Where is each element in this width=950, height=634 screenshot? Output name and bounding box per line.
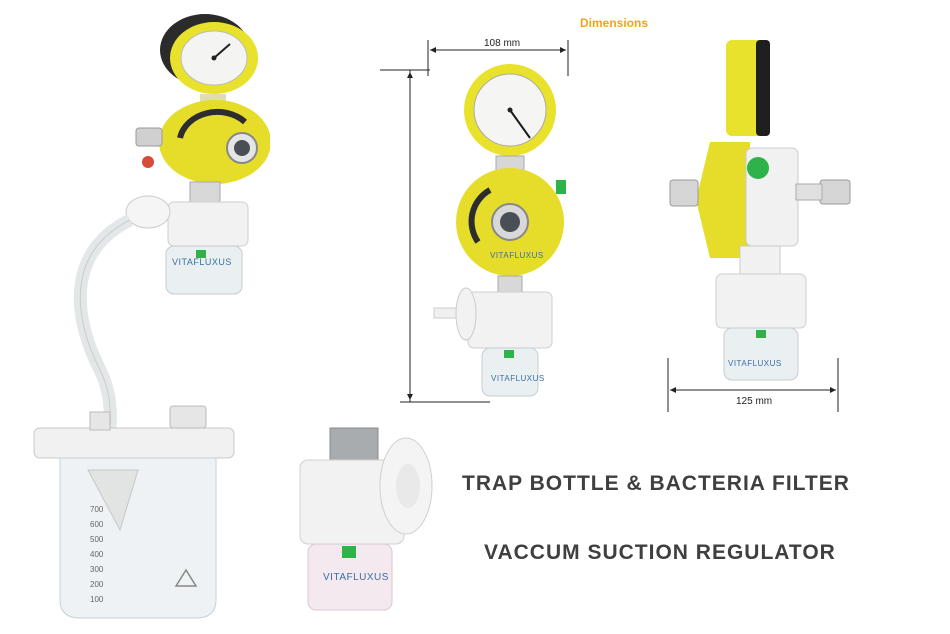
jar-scale-label: 200 <box>90 580 120 595</box>
jar-scale-label: 500 <box>90 535 120 550</box>
brand-label-front-bottle: VITAFLUXUS <box>491 374 545 383</box>
dimension-width-side: 125 mm <box>736 396 772 407</box>
front-view-drawing <box>370 30 590 410</box>
brand-label-front-regulator: VITAFLUXUS <box>490 251 544 260</box>
jar-scale-label: 300 <box>90 565 120 580</box>
regulator-with-jar-image <box>20 10 270 630</box>
jar-scale-label: 700 <box>90 505 120 520</box>
brand-label-trap-bottle: VITAFLUXUS <box>172 257 232 267</box>
dimensions-title: Dimensions <box>580 16 648 30</box>
jar-scale: 700 600 500 400 300 200 100 <box>90 505 120 610</box>
dimension-width-front: 108 mm <box>484 38 520 49</box>
headline-trap-bottle-filter: TRAP BOTTLE & BACTERIA FILTER <box>462 472 850 496</box>
jar-scale-label: 400 <box>90 550 120 565</box>
trap-bottle-filter-image <box>290 420 450 620</box>
jar-scale-label: 100 <box>90 595 120 610</box>
jar-scale-label: 600 <box>90 520 120 535</box>
headline-vacuum-suction-regulator: VACCUM SUCTION REGULATOR <box>484 541 836 565</box>
brand-label-closeup: VITAFLUXUS <box>323 572 389 583</box>
brand-label-side-bottle: VITAFLUXUS <box>728 359 782 368</box>
side-view-drawing <box>660 30 860 415</box>
